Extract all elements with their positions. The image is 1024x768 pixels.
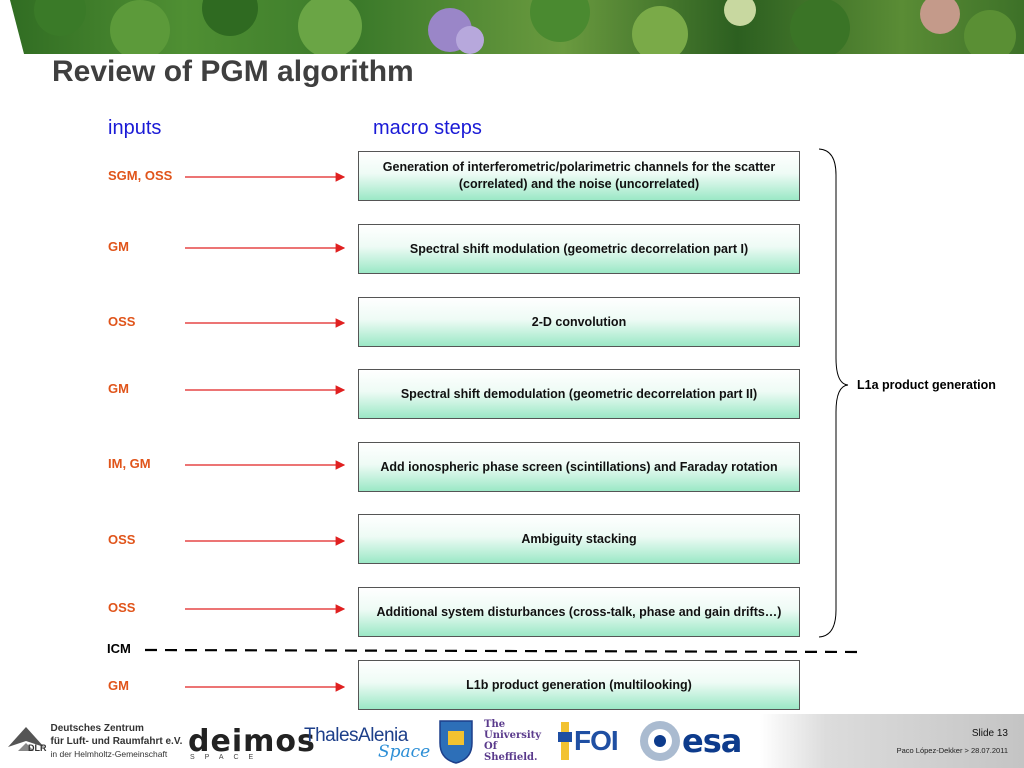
- step-box-3: 2-D convolution: [358, 297, 800, 347]
- dlr-abbrev: DLR: [28, 743, 47, 753]
- esa-emblem-icon: [640, 721, 680, 761]
- slide-number: Slide 13: [971, 728, 1008, 739]
- input-label-4: GM: [108, 381, 129, 396]
- foi-crown-icon: [558, 722, 572, 760]
- sheffield-crest-icon: [439, 720, 473, 764]
- inputs-column-heading: inputs: [108, 117, 162, 139]
- icm-dashed-line: [144, 648, 863, 654]
- sheffield-line-4: Sheffield.: [484, 752, 538, 763]
- dlr-line-2: für Luft- und Raumfahrt e.V.: [50, 735, 183, 747]
- input-label-5: IM, GM: [108, 456, 151, 471]
- input-label-2: GM: [108, 239, 129, 254]
- step-box-2: Spectral shift modulation (geometric dec…: [358, 224, 800, 274]
- step-box-7: Additional system disturbances (cross-ta…: [358, 587, 800, 637]
- sheffield-line-3: Of: [484, 741, 498, 752]
- macro-steps-column-heading: macro steps: [373, 117, 482, 139]
- dlr-emblem-icon: [8, 727, 44, 751]
- deimos-logo: deimos SPACE: [188, 714, 315, 768]
- dlr-line-3: in der Helmholtz-Gemeinschaft: [50, 748, 168, 759]
- header-banner-image: [0, 0, 1024, 54]
- foi-wordmark: FOI: [574, 725, 619, 756]
- deimos-wordmark: deimos: [188, 723, 316, 759]
- esa-logo: esa: [636, 714, 742, 768]
- step-text-3: 2-D convolution: [531, 314, 627, 329]
- input-label-1: SGM, OSS: [108, 168, 173, 183]
- page-title: Review of PGM algorithm: [52, 55, 414, 88]
- sheffield-line-2: University: [484, 730, 542, 741]
- sheffield-logo: The University Of Sheffield.: [436, 714, 541, 768]
- input-label-7: OSS: [108, 600, 136, 615]
- deimos-sub: SPACE: [190, 754, 264, 761]
- sheffield-text-block: The University Of Sheffield.: [484, 719, 541, 763]
- icm-label: ICM: [107, 641, 131, 656]
- step-box-4: Spectral shift demodulation (geometric d…: [358, 369, 800, 419]
- step-text-7: Additional system disturbances (cross-ta…: [376, 604, 782, 619]
- step-text-6: Ambiguity stacking: [521, 531, 637, 546]
- step-text-4: Spectral shift demodulation (geometric d…: [400, 386, 758, 401]
- thales-space-word: Space: [378, 742, 431, 762]
- footer-bar: DLR Deutsches Zentrum für Luft- und Raum…: [0, 714, 1024, 768]
- step-text-5: Add ionospheric phase screen (scintillat…: [380, 459, 778, 474]
- step-text-1: Generation of interferometric/polarimetr…: [382, 160, 776, 191]
- input-label-6: OSS: [108, 532, 136, 547]
- input-label-3: OSS: [108, 314, 136, 329]
- author-date: Paco López-Dekker > 28.07.2011: [896, 746, 1008, 755]
- forest-canopy-graphic: [0, 0, 1016, 54]
- step-box-8: L1b product generation (multilooking): [358, 660, 800, 710]
- thales-wordmark: ThalesAlenia: [304, 725, 408, 746]
- foi-logo: FOI: [556, 714, 619, 768]
- l1a-product-generation-label: L1a product generation: [857, 378, 996, 392]
- step-box-1: Generation of interferometric/polarimetr…: [358, 151, 800, 201]
- l1a-curly-brace: [818, 148, 849, 638]
- step-text-2: Spectral shift modulation (geometric dec…: [409, 241, 749, 256]
- thales-alenia-logo: ThalesAlenia Space: [304, 714, 430, 768]
- dlr-logo: DLR Deutsches Zentrum für Luft- und Raum…: [4, 714, 182, 768]
- sheffield-line-1: The: [484, 719, 506, 730]
- footer-gradient: [760, 714, 1024, 768]
- step-text-8: L1b product generation (multilooking): [466, 677, 692, 692]
- esa-wordmark: esa: [682, 722, 742, 760]
- input-label-8: GM: [108, 678, 129, 693]
- step-box-5: Add ionospheric phase screen (scintillat…: [358, 442, 800, 492]
- step-box-6: Ambiguity stacking: [358, 514, 800, 564]
- dlr-text-block: Deutsches Zentrum für Luft- und Raumfahr…: [51, 722, 183, 761]
- dlr-line-1: Deutsches Zentrum: [50, 722, 144, 734]
